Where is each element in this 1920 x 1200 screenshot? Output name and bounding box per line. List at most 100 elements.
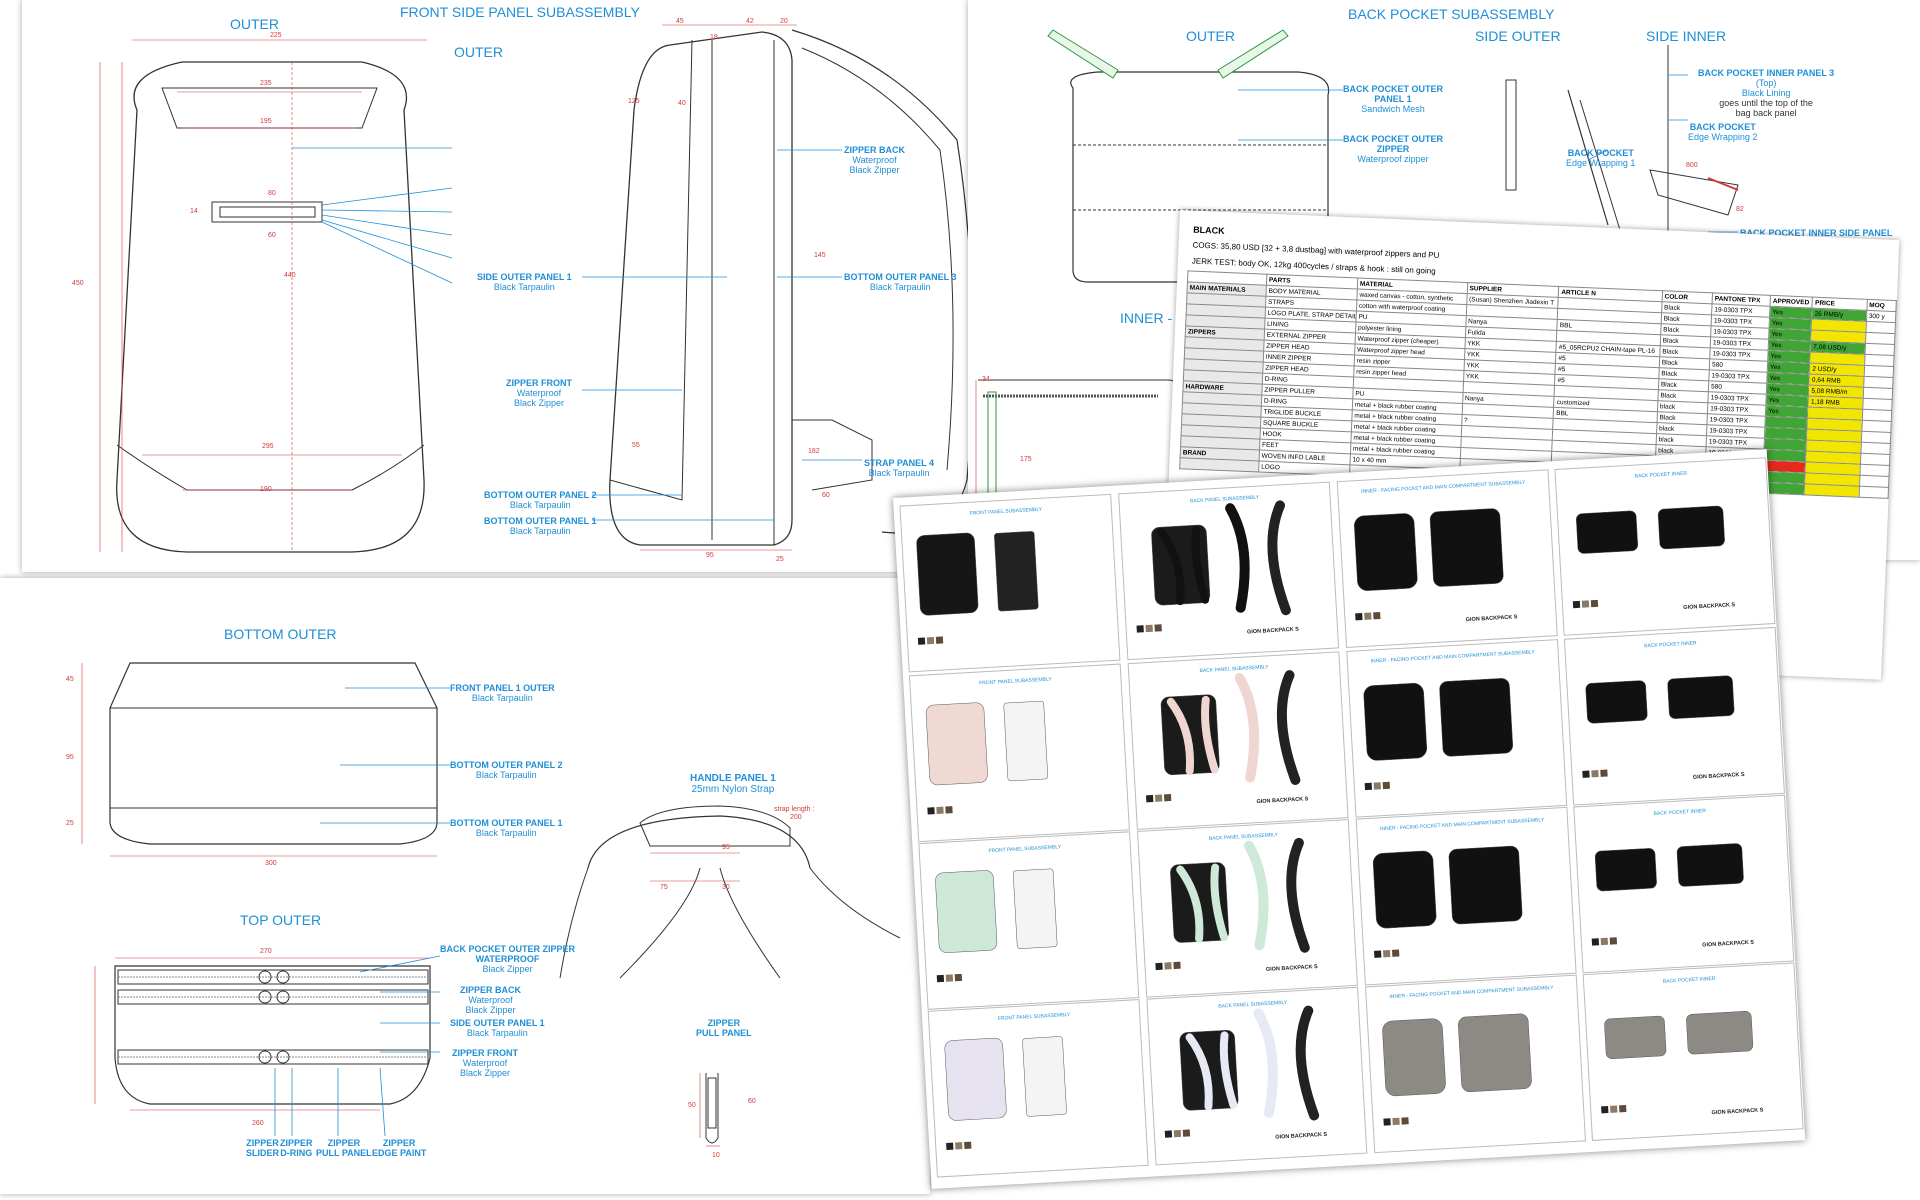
swatch-chip: [927, 807, 935, 815]
thumbnail-strap: [1176, 865, 1204, 943]
thumbnail-strap: [1295, 1005, 1320, 1121]
bp-edge1-1: Edge Wrapping 1: [1566, 158, 1636, 168]
zft-1: Waterproof: [462, 1058, 508, 1068]
dim-95: 95: [706, 552, 714, 559]
sheet-front-side-panel: FRONT SIDE PANEL SUBASSEMBLY OUTER OUTER…: [22, 0, 968, 572]
label-strap4-0: STRAP PANEL 4: [864, 458, 935, 468]
swatch-chip: [1572, 600, 1581, 609]
swatch-chip: [1383, 1118, 1391, 1126]
dim-295: 295: [262, 443, 274, 450]
thumbnail-slide[interactable]: INNER - FACING POCKET AND MAIN COMPARTME…: [1365, 974, 1586, 1154]
dim-b300: 300: [265, 860, 277, 867]
bom-cell[interactable]: [1179, 457, 1259, 473]
thumbnail-shape: [1012, 868, 1058, 949]
label-bottom-outer-panel-1: BOTTOM OUTER PANEL 1 Black Tarpaulin: [484, 516, 597, 536]
label-strap-panel-4: STRAP PANEL 4 Black Tarpaulin: [864, 458, 934, 478]
swatch-chip: [936, 806, 944, 815]
dim-h75: 75: [660, 884, 668, 891]
bom-cell[interactable]: [1804, 483, 1860, 498]
bom-cell[interactable]: [1858, 486, 1889, 499]
dim-40: 40: [678, 100, 686, 107]
thumbnail-drawing: [1382, 1013, 1532, 1126]
thumbnail-slide[interactable]: FRONT PANEL SUBASSEMBLY: [899, 493, 1121, 673]
dim-800: 800: [1686, 162, 1698, 169]
dim-125: 125: [628, 98, 640, 105]
swatch-chip: [1590, 599, 1599, 608]
dim-z50: 50: [688, 1102, 696, 1109]
zpp-0: ZIPPER: [707, 1018, 741, 1028]
dim-440: 440: [284, 272, 296, 279]
label-strap4-1: Black Tarpaulin: [868, 468, 930, 478]
bp-outer-panel-0: BACK POCKET OUTER: [1343, 84, 1444, 94]
swatch-chip: [1401, 1117, 1409, 1125]
col-side-outer: SIDE OUTER: [1475, 28, 1561, 44]
thumbnail-shape: [1576, 510, 1639, 554]
label-bottom-outer-panel-2: BOTTOM OUTER PANEL 2 Black Tarpaulin: [484, 490, 597, 510]
thumbnail-strap: [1201, 695, 1219, 774]
swatch-chip: [1600, 937, 1609, 946]
thumbnail-shape: [1585, 680, 1648, 724]
thumbnail-strap: [1253, 1008, 1278, 1118]
dim-60b: 60: [822, 492, 830, 499]
zpp-1: PULL PANEL: [696, 1028, 752, 1038]
bp1-1: Black Tarpaulin: [475, 828, 537, 838]
col-side-inner: SIDE INNER: [1646, 28, 1727, 44]
bp-edge1-0: BACK POCKET: [1567, 148, 1634, 158]
thumbnail-shape: [925, 702, 988, 786]
thumbnail-slide[interactable]: FRONT PANEL SUBASSEMBLY: [918, 831, 1140, 1010]
bp-inner3-2: Black Lining: [1741, 88, 1791, 98]
swatch-chip: [1582, 770, 1590, 778]
swatch-chip: [1154, 794, 1163, 802]
thumbnail-drawing: [1601, 1010, 1754, 1114]
label-zipper-back-0: ZIPPER BACK: [844, 145, 906, 155]
dim-145: 145: [814, 252, 826, 259]
thumbnail-drawing: [1572, 505, 1725, 609]
thumbnail-slide[interactable]: INNER - FACING POCKET AND MAIN COMPARTME…: [1346, 639, 1568, 818]
swatch-chip: [1163, 793, 1172, 802]
label-bp-inner-panel-3: BACK POCKET INNER PANEL 3 (Top) Black Li…: [1698, 68, 1834, 118]
thumbnail-slide[interactable]: INNER - FACING POCKET AND MAIN COMPARTME…: [1336, 469, 1558, 648]
swatch-chip: [1364, 782, 1373, 791]
dim-42: 42: [746, 18, 754, 25]
zbt-1: Waterproof: [468, 995, 513, 1005]
label-bp-outer-zipper: BACK POCKET OUTER ZIPPER Waterproof zipp…: [1343, 134, 1443, 164]
swatch-chip: [1355, 612, 1363, 621]
thumbnail-shape: [1439, 678, 1514, 757]
title-front-side-subassembly: FRONT SIDE PANEL SUBASSEMBLY: [400, 4, 640, 20]
thumbnail-drawing: [1145, 670, 1301, 803]
label-front-panel-1: FRONT PANEL 1 OUTER Black Tarpaulin: [450, 683, 555, 703]
thumbnail-slide[interactable]: FRONT PANEL SUBASSEMBLY: [927, 999, 1149, 1178]
thumbnail-strap: [1225, 503, 1250, 613]
swatch-chip: [964, 1141, 972, 1150]
thumbnail-drawing: [925, 700, 1049, 815]
thumbnail-shape: [1667, 675, 1735, 719]
col-outer: OUTER: [1186, 28, 1235, 44]
swatch-chip: [945, 974, 954, 982]
label-bop1-0: BOTTOM OUTER PANEL 1: [484, 516, 597, 526]
dim-175: 175: [1020, 456, 1032, 463]
thumbnail-slide[interactable]: FRONT PANEL SUBASSEMBLY: [908, 663, 1130, 843]
label-bp-edge-1: BACK POCKET Edge Wrapping 1: [1566, 148, 1635, 168]
zd-1: D-RING: [280, 1148, 313, 1158]
thumbnail-slide[interactable]: INNER - FACING POCKET AND MAIN COMPARTME…: [1355, 806, 1577, 986]
zpl-0: ZIPPER: [327, 1138, 361, 1148]
label-zipper-dring: ZIPPER D-RING: [280, 1138, 313, 1158]
label-zipper-front-top: ZIPPER FRONT Waterproof Black Zipper: [452, 1048, 518, 1078]
swatch-chip: [955, 1142, 963, 1150]
dim-60: 60: [268, 232, 276, 239]
bp-outer-zipper-0: BACK POCKET OUTER: [1343, 134, 1444, 144]
label-bop2-0: BOTTOM OUTER PANEL 2: [484, 490, 597, 500]
swatch-chip: [946, 1142, 954, 1151]
front-side-drawing: [99, 24, 968, 553]
label-bop3-1: Black Tarpaulin: [869, 282, 931, 292]
dim-45: 45: [676, 18, 684, 25]
thumbnail-drawing: [935, 868, 1058, 983]
